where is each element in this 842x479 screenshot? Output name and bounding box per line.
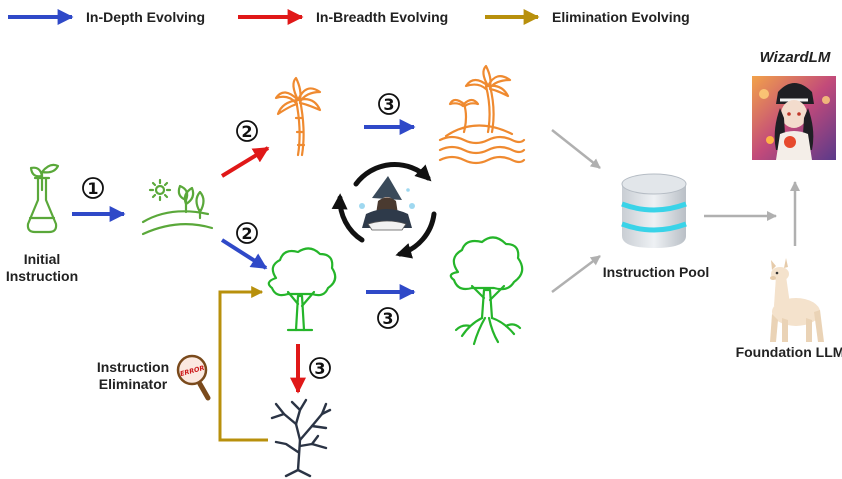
instruction-eliminator-label-line1: Instruction — [97, 359, 169, 375]
legend: In-Depth Evolving In-Breadth Evolving El… — [8, 9, 690, 25]
step-2-lower-number: 2 — [241, 224, 252, 243]
step-2-lower-badge: 2 — [236, 222, 258, 244]
arrow-sprout-to-tree — [220, 238, 268, 270]
wizardlm-title: WizardLM — [760, 49, 831, 66]
llama-icon — [770, 258, 824, 342]
instruction-pool-label: Instruction Pool — [603, 264, 710, 280]
seedling-flask-icon — [26, 163, 60, 234]
step-3-upper-number: 3 — [383, 95, 394, 114]
step-1-badge: 1 — [82, 177, 104, 199]
step-3-middle-badge: 3 — [377, 307, 399, 329]
arrow-island-to-pool — [551, 129, 601, 169]
arrow-sprout-to-palm — [220, 146, 270, 178]
legend-item-depth: In-Depth Evolving — [8, 9, 205, 25]
step-3-lower-badge: 3 — [309, 357, 331, 379]
legend-elimination-label: Elimination Evolving — [552, 9, 690, 25]
legend-depth-label: In-Depth Evolving — [86, 9, 205, 25]
elimination-loop-arrow — [218, 286, 268, 442]
step-3-upper-badge: 3 — [378, 93, 400, 115]
magnifier-error-icon: ERROR — [176, 354, 211, 401]
tree-with-roots-icon — [449, 236, 524, 346]
wizardlm-portrait-icon — [752, 76, 836, 160]
palm-island-icon — [438, 64, 526, 165]
wizard-icon — [359, 176, 415, 231]
sun-sprout-landscape-icon — [141, 178, 214, 236]
step-2-upper-number: 2 — [241, 122, 252, 141]
instruction-eliminator-label-line2: Eliminator — [99, 376, 168, 392]
step-3-lower-number: 3 — [314, 359, 325, 378]
palm-tree-icon — [274, 76, 322, 157]
step-2-upper-badge: 2 — [236, 120, 258, 142]
arrow-rooted-tree-to-pool — [551, 255, 601, 293]
initial-instruction-label-line2: Instruction — [6, 268, 78, 284]
foundation-llm-label: Foundation LLM — [736, 344, 842, 360]
cycle-arrows-icon — [331, 162, 437, 259]
legend-breadth-label: In-Breadth Evolving — [316, 9, 448, 25]
legend-item-breadth: In-Breadth Evolving — [238, 9, 448, 25]
database-icon — [621, 173, 687, 248]
step-3-middle-number: 3 — [382, 309, 393, 328]
initial-instruction-label-line1: Initial — [24, 251, 61, 267]
dead-tree-icon — [270, 398, 332, 478]
legend-item-elimination: Elimination Evolving — [485, 9, 690, 25]
step-1-number: 1 — [87, 179, 98, 198]
green-tree-icon — [267, 247, 337, 332]
